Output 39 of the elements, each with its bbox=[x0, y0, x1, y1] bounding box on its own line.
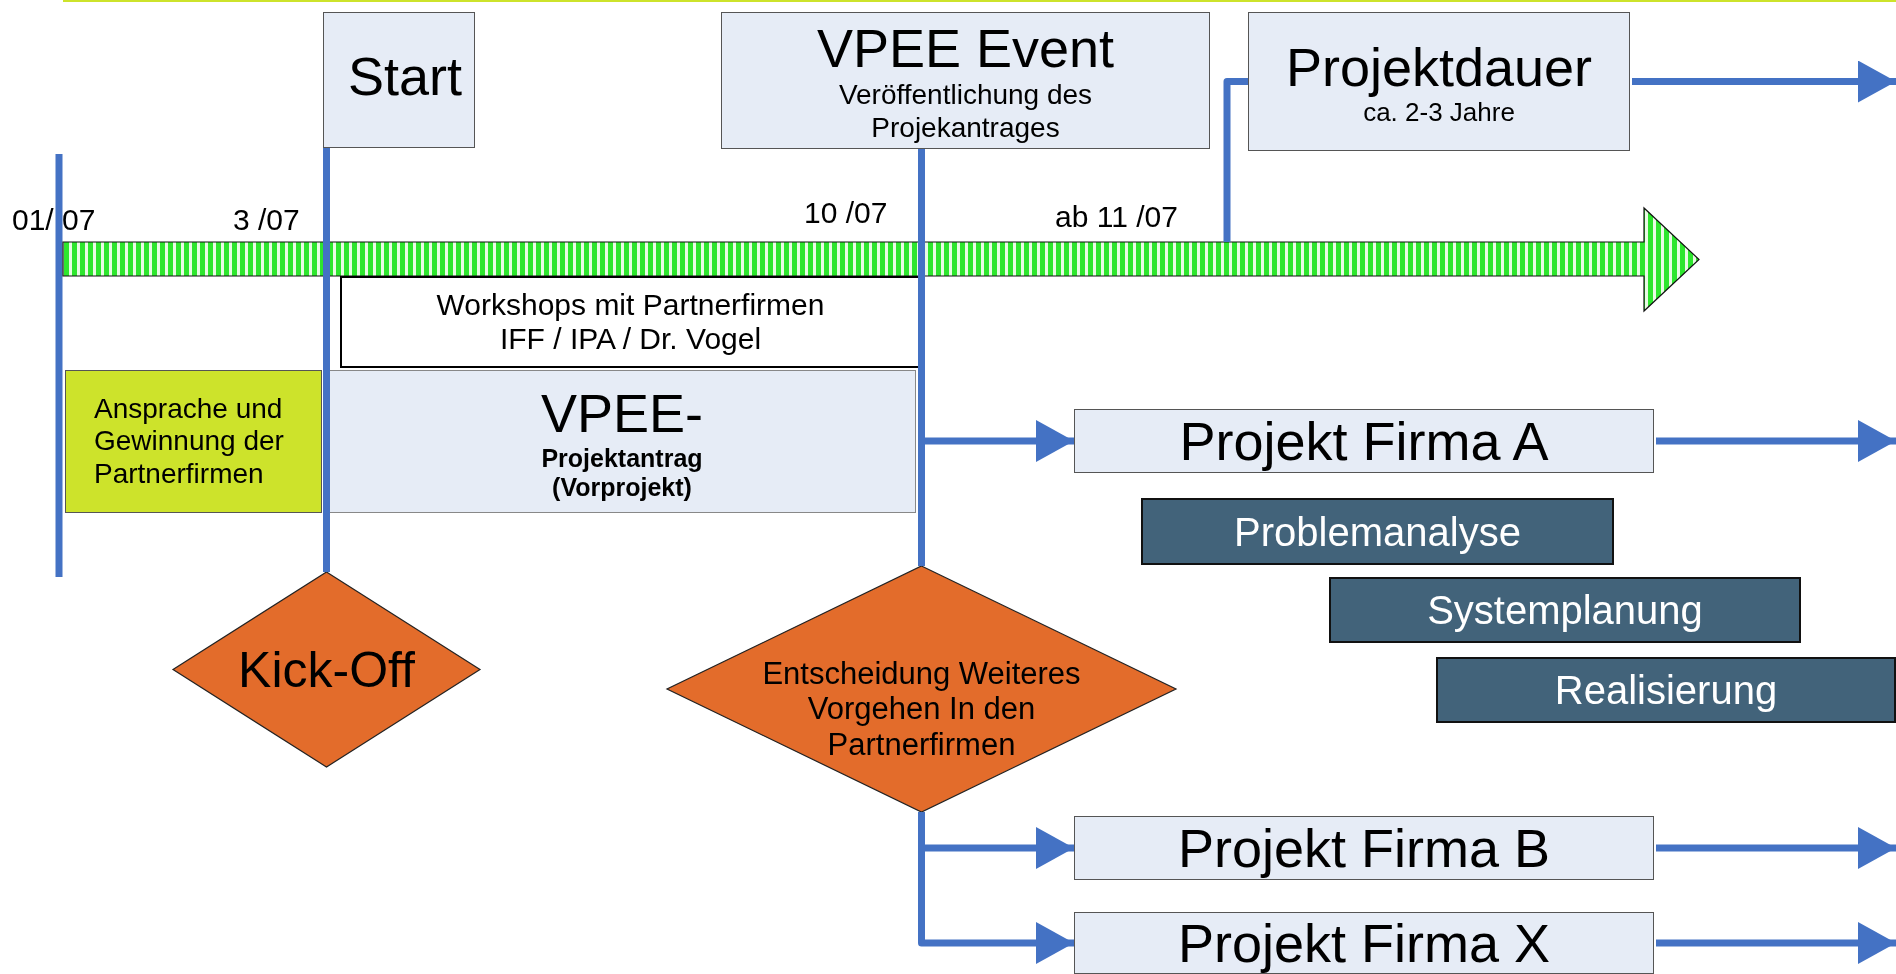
box-subtitle: ca. 2-3 Jahre bbox=[1363, 97, 1515, 128]
arrow bbox=[1656, 922, 1896, 964]
date-label: 01/ 07 bbox=[12, 205, 96, 235]
box-label: Start bbox=[347, 49, 462, 103]
box-label: Kick-Off bbox=[238, 644, 415, 695]
box-label: Workshops mit Partnerfirmen IFF / IPA / Dr. Vogel bbox=[435, 287, 826, 357]
box-title: Projektdauer bbox=[1285, 35, 1593, 98]
arrow bbox=[1656, 420, 1896, 462]
box-label: Entscheidung Weiteres Vorgehen In den Partnerfirmen bbox=[761, 655, 1082, 763]
box-title: VPEE- bbox=[540, 381, 704, 444]
task-bar bbox=[1436, 657, 1896, 723]
phase-box bbox=[328, 370, 916, 513]
phase-box bbox=[65, 370, 322, 513]
decision-diamond bbox=[173, 572, 480, 767]
date-label: 10 /07 bbox=[804, 198, 888, 228]
event-box bbox=[721, 12, 1210, 149]
task-bar bbox=[1329, 577, 1801, 643]
project-box bbox=[1074, 409, 1654, 473]
connector-line bbox=[918, 149, 925, 566]
task-bar bbox=[1141, 498, 1614, 565]
milestone-box bbox=[323, 12, 475, 148]
duration-box bbox=[1248, 12, 1630, 151]
date-label: ab 11 /07 bbox=[1055, 202, 1178, 232]
arrow bbox=[1632, 60, 1896, 103]
date-label: 3 /07 bbox=[233, 205, 300, 235]
box-subtitle: Projektantrag (Vorprojekt) bbox=[540, 443, 704, 502]
project-box bbox=[1074, 816, 1654, 880]
box-label: Problemanalyse bbox=[1234, 508, 1521, 555]
box-title: VPEE Event bbox=[816, 17, 1115, 80]
arrow bbox=[1656, 827, 1896, 869]
box-label: Ansprache und Gewinnung der Partnerfirmen bbox=[94, 393, 285, 490]
connector-line bbox=[323, 148, 330, 572]
workshop-box bbox=[340, 276, 921, 368]
box-label: Realisierung bbox=[1554, 667, 1778, 713]
box-subtitle: Veröffentlichung des Projekantrages bbox=[837, 79, 1094, 144]
box-label: Systemplanung bbox=[1427, 587, 1703, 633]
decision-diamond bbox=[667, 566, 1176, 812]
connector-line bbox=[1223, 78, 1248, 242]
project-box bbox=[1074, 912, 1654, 974]
